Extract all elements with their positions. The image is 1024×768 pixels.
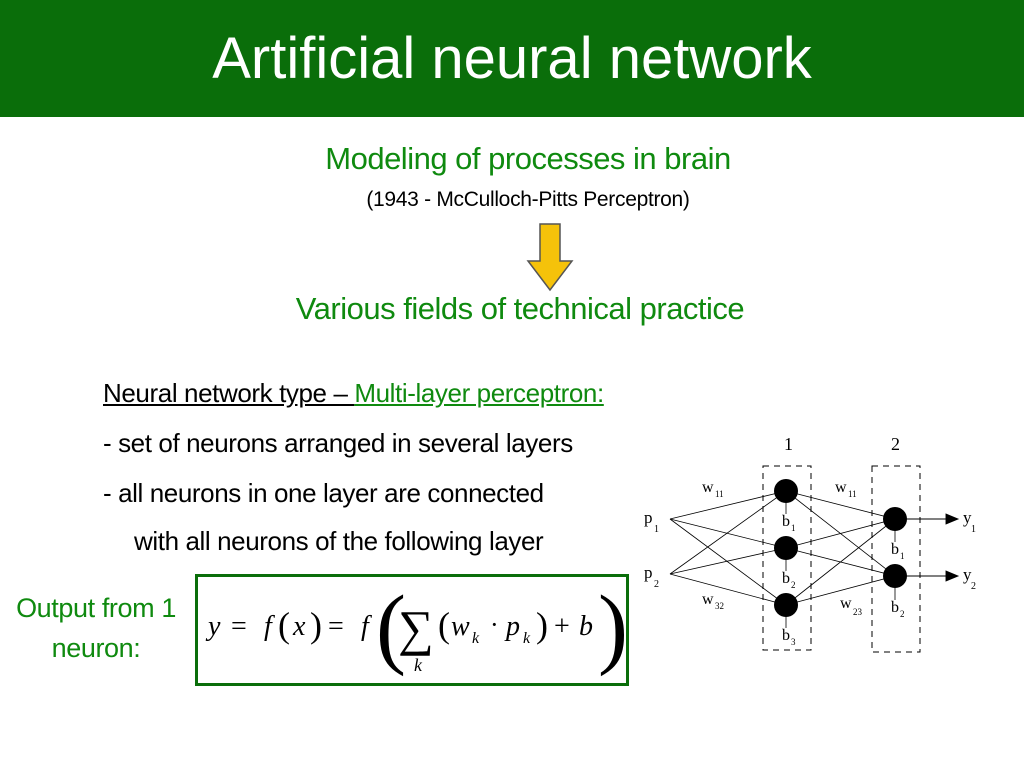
bias-b2-label: b <box>782 570 790 587</box>
formula-p-sub: k <box>523 630 531 647</box>
formula-x: x <box>292 611 306 642</box>
bias-l2-b2-label: b <box>891 599 899 616</box>
weight-w32-sub: 32 <box>715 601 724 611</box>
mlp-diagram: 1 2 p 1 p 2 w 11 <box>644 434 976 653</box>
output-label-line-2: neuron: <box>51 633 141 663</box>
brain-modeling-heading: Modeling of processes in brain <box>325 141 731 176</box>
formula-paren: ( <box>278 605 290 645</box>
weight-w11-sub: 11 <box>715 489 724 499</box>
formula-b: b <box>579 611 593 642</box>
bias-l2-b1-label: b <box>891 541 899 558</box>
bias-b3-label: b <box>782 627 790 644</box>
layer-2-box <box>871 465 921 653</box>
weight-w11-l2-sub: 11 <box>848 489 857 499</box>
technical-practice-heading: Various fields of technical practice <box>295 291 745 326</box>
weight-w23-sub: 23 <box>853 607 863 617</box>
bullet-connected: - all neurons in one layer are connected <box>103 478 544 508</box>
output-y2-sub: 2 <box>971 581 976 592</box>
formula-paren: ) <box>536 605 548 645</box>
input-connections <box>669 490 787 606</box>
input-p2-label: p <box>644 563 653 582</box>
neuron-output-formula: y = f ( x ) = f ( ∑ k ( w k · p k ) + b … <box>205 578 626 677</box>
network-type-value: Multi-layer perceptron: <box>354 378 604 408</box>
perceptron-caption: (1943 - McCulloch-Pitts Perceptron) <box>366 188 690 211</box>
layer-2-label: 2 <box>891 434 900 454</box>
formula-paren: ( <box>438 605 450 645</box>
output-y1-sub: 1 <box>971 524 976 535</box>
bias-b1-sub: 1 <box>791 523 796 533</box>
neuron-1-2 <box>774 536 798 560</box>
formula-paren: ) <box>310 605 322 645</box>
bias-b1-label: b <box>782 513 790 530</box>
formula-sum-index: k <box>414 655 423 675</box>
layer-1-box <box>762 465 812 651</box>
bias-b2-sub: 2 <box>791 580 796 590</box>
formula-big-paren: ( <box>376 578 406 677</box>
input-p1-label: p <box>644 508 653 527</box>
input-p1-sub: 1 <box>654 524 659 535</box>
formula-sum-symbol: ∑ <box>398 600 434 656</box>
bullet-layers: - set of neurons arranged in several lay… <box>103 428 573 458</box>
slide-title: Artificial neural network <box>212 26 812 91</box>
title-bar <box>0 0 1024 117</box>
weight-w11-l2-label: w <box>835 479 847 496</box>
formula-y: y <box>205 611 221 642</box>
bias-l2-b2-sub: 2 <box>900 609 905 619</box>
layer-1-label: 1 <box>784 434 793 454</box>
weight-w23-label: w <box>840 595 852 612</box>
formula-w-sub: k <box>472 630 480 647</box>
neuron-1-1 <box>774 479 798 503</box>
hidden-connections <box>785 490 896 606</box>
formula-f-1: f <box>264 611 275 642</box>
network-type-label: Neural network type – <box>103 378 355 408</box>
output-arrows <box>895 513 960 582</box>
weight-w32-label: w <box>702 591 714 608</box>
formula-equals-1: = <box>231 611 247 642</box>
formula-w: w <box>451 611 470 642</box>
bias-b3-sub: 3 <box>791 637 796 647</box>
formula-box: y = f ( x ) = f ( ∑ k ( w k · p k ) + b … <box>195 574 629 686</box>
bias-l2-b1-sub: 1 <box>900 551 905 561</box>
output-y2-label: y <box>963 565 972 584</box>
output-label: Output from 1 neuron: <box>0 588 192 668</box>
input-p2-sub: 2 <box>654 579 659 590</box>
network-type-line: Neural network type – Multi-layer percep… <box>103 377 604 409</box>
formula-f-2: f <box>361 611 372 642</box>
formula-big-paren: ) <box>598 578 626 677</box>
output-y1-label: y <box>963 508 972 527</box>
formula-plus: + <box>554 611 570 642</box>
formula-p: p <box>504 611 520 642</box>
formula-dot: · <box>490 610 499 639</box>
down-arrow-icon <box>526 223 574 292</box>
output-label-line-1: Output from 1 <box>16 593 176 623</box>
neuron-1-3 <box>774 593 798 617</box>
neuron-2-1 <box>883 507 907 531</box>
weight-w11-label: w <box>702 479 714 496</box>
neuron-2-2 <box>883 564 907 588</box>
bullet-connected-continuation: with all neurons of the following layer <box>134 526 544 556</box>
formula-equals-2: = <box>328 611 344 642</box>
